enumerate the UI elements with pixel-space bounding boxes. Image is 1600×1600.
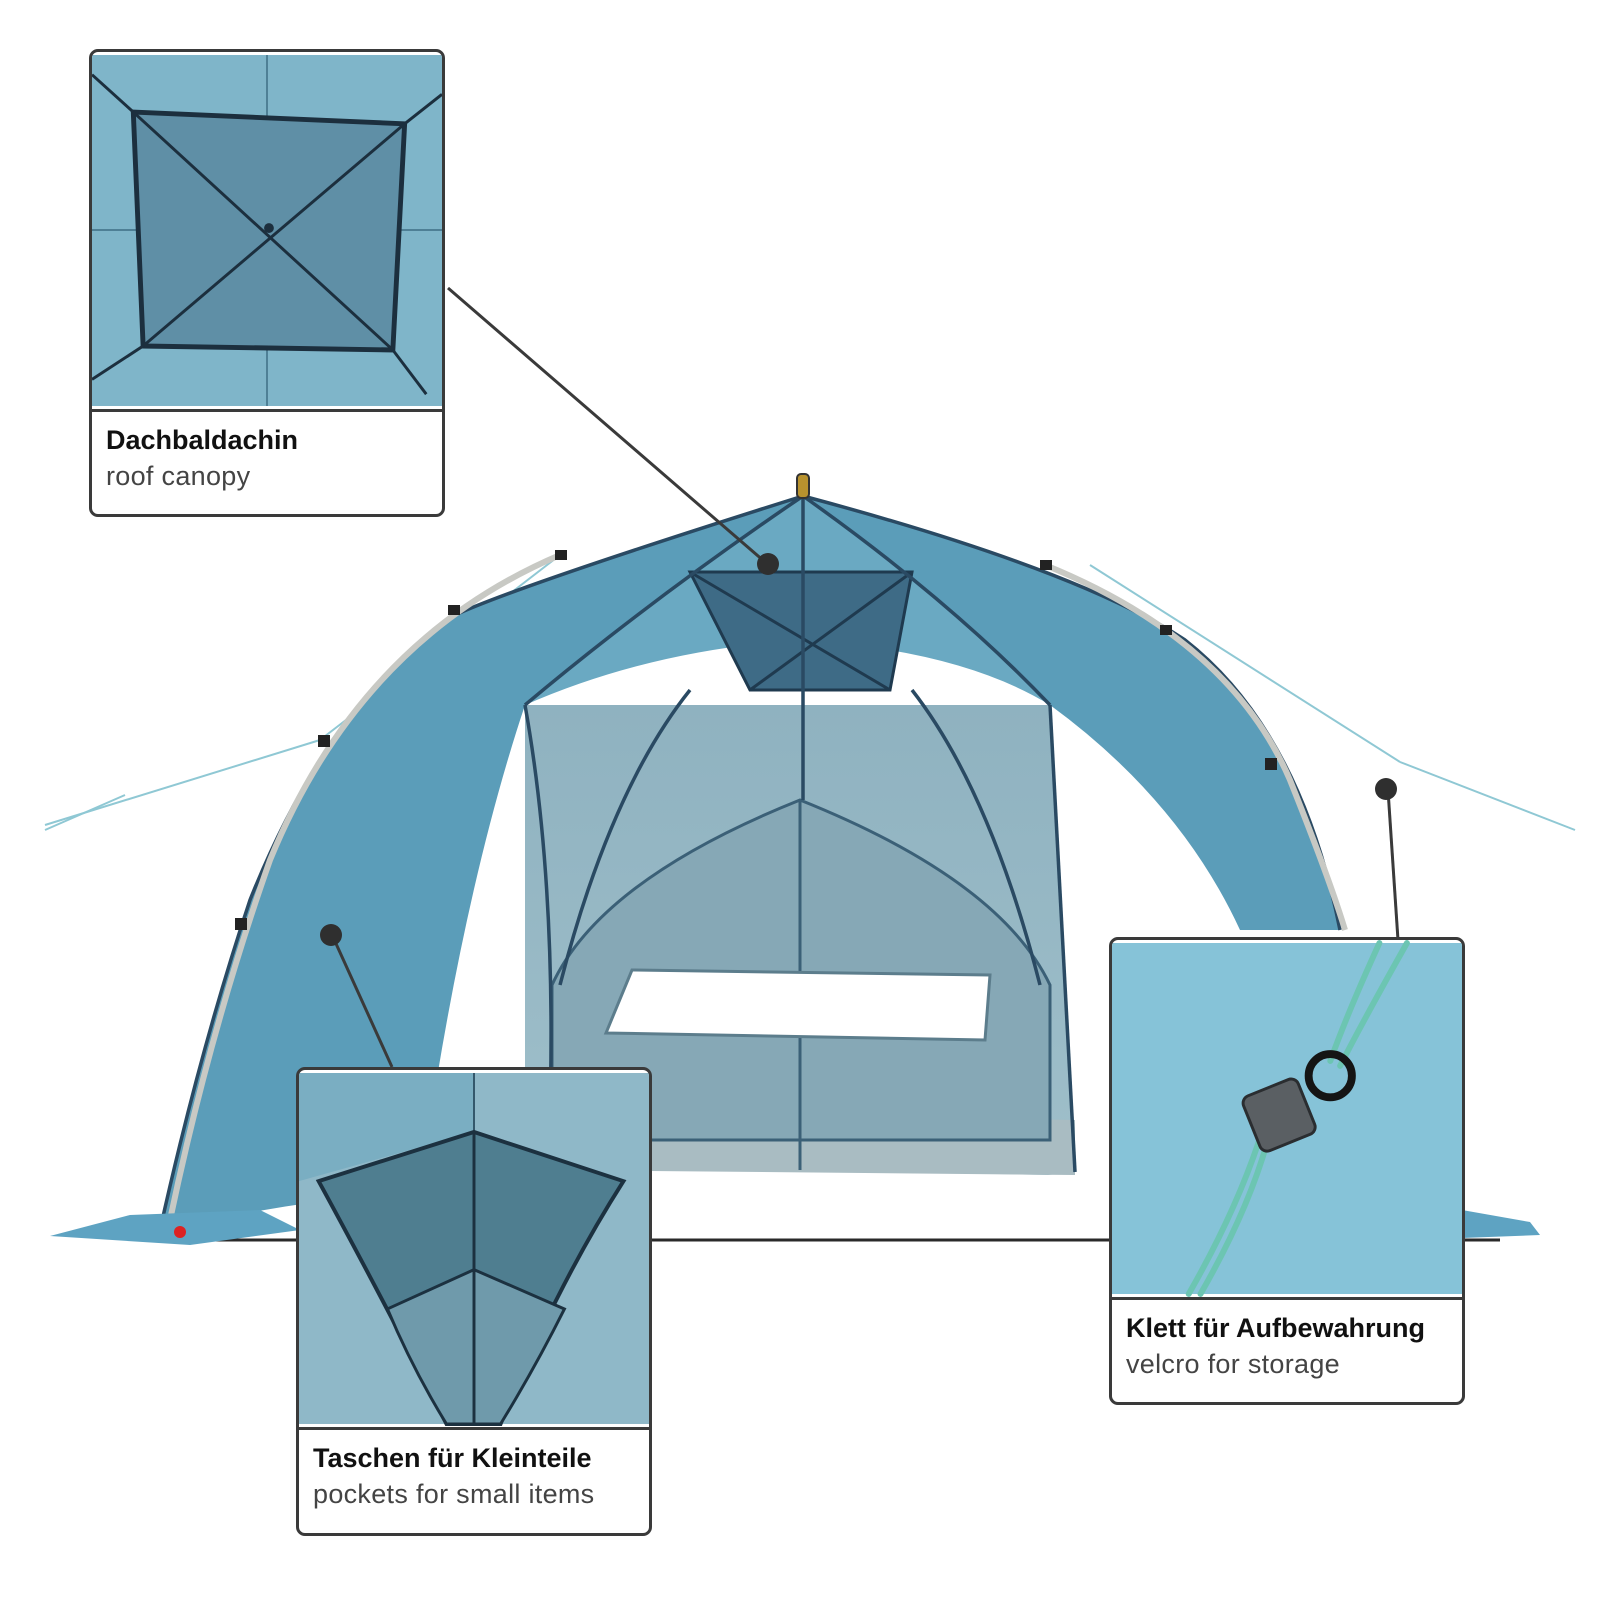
callout-subtitle: roof canopy [106, 461, 251, 491]
callout-title: Klett für Aufbewahrung [1126, 1313, 1425, 1343]
callout-velcro: Klett für Aufbewahrung velcro for storag… [1109, 937, 1465, 1405]
tent-roof-canopy [687, 570, 914, 692]
pockets-photo [299, 1073, 649, 1430]
roof-canopy-photo [92, 55, 442, 412]
right-ground-flap [1462, 1210, 1540, 1238]
tent-window [603, 968, 992, 1042]
callout-subtitle: velcro for storage [1126, 1349, 1340, 1379]
tent-right-wing [803, 496, 1340, 930]
callout-roof-canopy: Dachbaldachin roof canopy [89, 49, 445, 517]
callout-title: Taschen für Kleinteile [313, 1443, 592, 1473]
tent-poles [167, 552, 1348, 1221]
callout-title: Dachbaldachin [106, 425, 299, 455]
velcro-photo [1112, 940, 1462, 1300]
callout-subtitle: pockets for small items [313, 1479, 595, 1509]
tent-left-wing [160, 496, 803, 1230]
callout-pockets: Taschen für Kleinteile pockets for small… [296, 1067, 652, 1536]
callout-connectors [331, 286, 1400, 1068]
callout-dots [320, 553, 1397, 946]
left-ground-flap [50, 1210, 300, 1245]
